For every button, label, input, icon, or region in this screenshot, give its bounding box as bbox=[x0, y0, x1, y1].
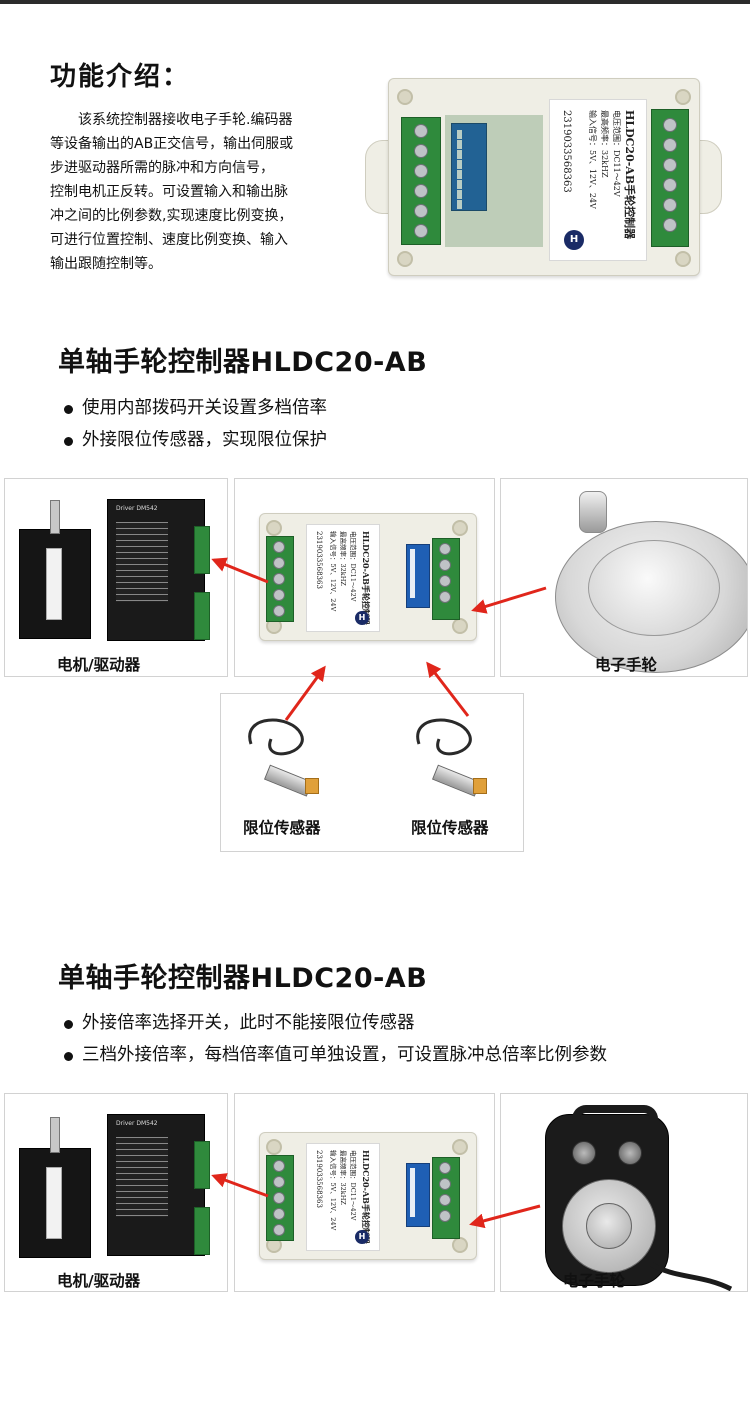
handwheel-panel-2: 电子手轮 bbox=[500, 1093, 748, 1292]
product-label: HLDC20-AB手轮控制器 电压范围：DC11～42V 最高频率：32kHZ … bbox=[306, 1143, 380, 1251]
bullet-item: 外接倍率选择开关，此时不能接限位传感器 bbox=[64, 1007, 607, 1039]
brand-logo-icon: H bbox=[564, 230, 584, 250]
intro-line: 冲之间的比例参数,实现速度比例变换， bbox=[50, 208, 293, 224]
screw-hole bbox=[397, 89, 413, 105]
intro-line: 可进行位置控制、速度比例变换、输入 bbox=[50, 232, 288, 248]
output-terminal-block bbox=[651, 109, 689, 247]
section2-bullets: 外接倍率选择开关，此时不能接限位传感器 三档外接倍率，每档倍率值可单独设置，可设… bbox=[64, 1007, 607, 1071]
motor-driver-label: 电机/驱动器 bbox=[57, 656, 141, 674]
arrow-from-sensor-left bbox=[284, 665, 326, 721]
output-terminal-block bbox=[266, 1155, 294, 1241]
bullet-item: 三档外接倍率，每档倍率值可单独设置，可设置脉冲总倍率比例参数 bbox=[64, 1039, 607, 1071]
intro-line: 控制电机正反转。可设置输入和输出脉 bbox=[50, 184, 288, 200]
stepper-driver: Driver DM542 bbox=[107, 1114, 210, 1256]
section1-title: 单轴手轮控制器HLDC20-AB bbox=[58, 347, 428, 378]
intro-description: 该系统控制器接收电子手轮.编码器 等设备输出的AB正交信号，输出伺服或 步进驱动… bbox=[50, 108, 350, 276]
arrow-from-sensor-right bbox=[426, 661, 470, 717]
sensor-left-tip bbox=[305, 778, 319, 794]
top-border bbox=[0, 0, 750, 4]
stepper-motor bbox=[19, 1117, 91, 1258]
pendant-handwheel bbox=[545, 1105, 669, 1286]
arrow-to-driver-2 bbox=[211, 1173, 269, 1198]
motor-driver-label: 电机/驱动器 bbox=[57, 1272, 141, 1290]
handwheel-panel: 电子手轮 bbox=[500, 478, 748, 677]
motor-driver-panel: Driver DM542 电机/驱动器 bbox=[4, 478, 228, 677]
controller-housing: HLDC20-AB手轮控制器 电压范围：DC11～42V 最高频率：32kHZ … bbox=[259, 1132, 477, 1260]
brand-logo-icon: H bbox=[355, 611, 369, 625]
section1-bullets: 使用内部拨码开关设置多档倍率 外接限位传感器，实现限位保护 bbox=[64, 392, 327, 456]
sensor-right-label: 限位传感器 bbox=[411, 819, 489, 837]
handwheel-label: 电子手轮 bbox=[595, 656, 658, 674]
controller-housing: HLDC20-AB手轮控制器 电压范围：DC11～42V 最高频率：32kHZ … bbox=[259, 513, 477, 641]
dip-switch bbox=[406, 544, 430, 608]
product-label: HLDC20-AB手轮控制器 电压范围：DC11～42V 最高频率：32kHZ … bbox=[306, 524, 380, 632]
stepper-driver: Driver DM542 bbox=[107, 499, 210, 641]
product-photo: HLDC20-AB手轮控制器 电压范围：DC11～42V 最高频率：32kHZ … bbox=[360, 78, 725, 276]
bullet-item: 使用内部拨码开关设置多档倍率 bbox=[64, 392, 327, 424]
intro-line: 输出跟随控制等。 bbox=[50, 256, 162, 272]
screw-hole bbox=[675, 251, 691, 267]
stepper-motor bbox=[19, 500, 91, 639]
input-terminal-block bbox=[401, 117, 441, 245]
screw-hole bbox=[397, 251, 413, 267]
handwheel bbox=[555, 521, 747, 673]
dip-switch bbox=[451, 123, 487, 211]
pcb-window bbox=[445, 115, 543, 247]
pendant-cable bbox=[649, 1261, 733, 1291]
controller-panel-2: HLDC20-AB手轮控制器 电压范围：DC11～42V 最高频率：32kHZ … bbox=[234, 1093, 495, 1292]
intro-title: 功能介绍： bbox=[50, 62, 191, 92]
screw-hole bbox=[675, 89, 691, 105]
bullet-item: 外接限位传感器，实现限位保护 bbox=[64, 424, 327, 456]
intro-line: 该系统控制器接收电子手轮.编码器 bbox=[78, 112, 293, 128]
sensor-cable-drawing bbox=[248, 718, 472, 756]
motor-driver-panel-2: Driver DM542 电机/驱动器 bbox=[4, 1093, 228, 1292]
handwheel-label: 电子手轮 bbox=[563, 1272, 626, 1290]
product-label: HLDC20-AB手轮控制器 电压范围：DC11～42V 最高频率：32kHZ … bbox=[549, 99, 647, 261]
sensor-left-label: 限位传感器 bbox=[243, 819, 321, 837]
sensor-right-tip bbox=[473, 778, 487, 794]
controller-panel: HLDC20-AB手轮控制器 电压范围：DC11～42V 最高频率：32kHZ … bbox=[234, 478, 495, 677]
arrow-from-handwheel-2 bbox=[469, 1204, 541, 1229]
input-terminal-block bbox=[432, 538, 460, 620]
arrow-from-handwheel bbox=[471, 586, 547, 614]
sensor-panel: 限位传感器 限位传感器 bbox=[220, 693, 524, 852]
controller-housing: HLDC20-AB手轮控制器 电压范围：DC11～42V 最高频率：32kHZ … bbox=[388, 78, 700, 276]
dip-switch bbox=[406, 1163, 430, 1227]
intro-line: 等设备输出的AB正交信号，输出伺服或 bbox=[50, 136, 294, 152]
intro-line: 步进驱动器所需的脉冲和方向信号， bbox=[50, 160, 274, 176]
brand-logo-icon: H bbox=[355, 1230, 369, 1244]
section2-title: 单轴手轮控制器HLDC20-AB bbox=[58, 963, 428, 994]
arrow-to-driver bbox=[211, 557, 269, 584]
input-terminal-block bbox=[432, 1157, 460, 1239]
handwheel-knob bbox=[579, 491, 607, 533]
output-terminal-block bbox=[266, 536, 294, 622]
